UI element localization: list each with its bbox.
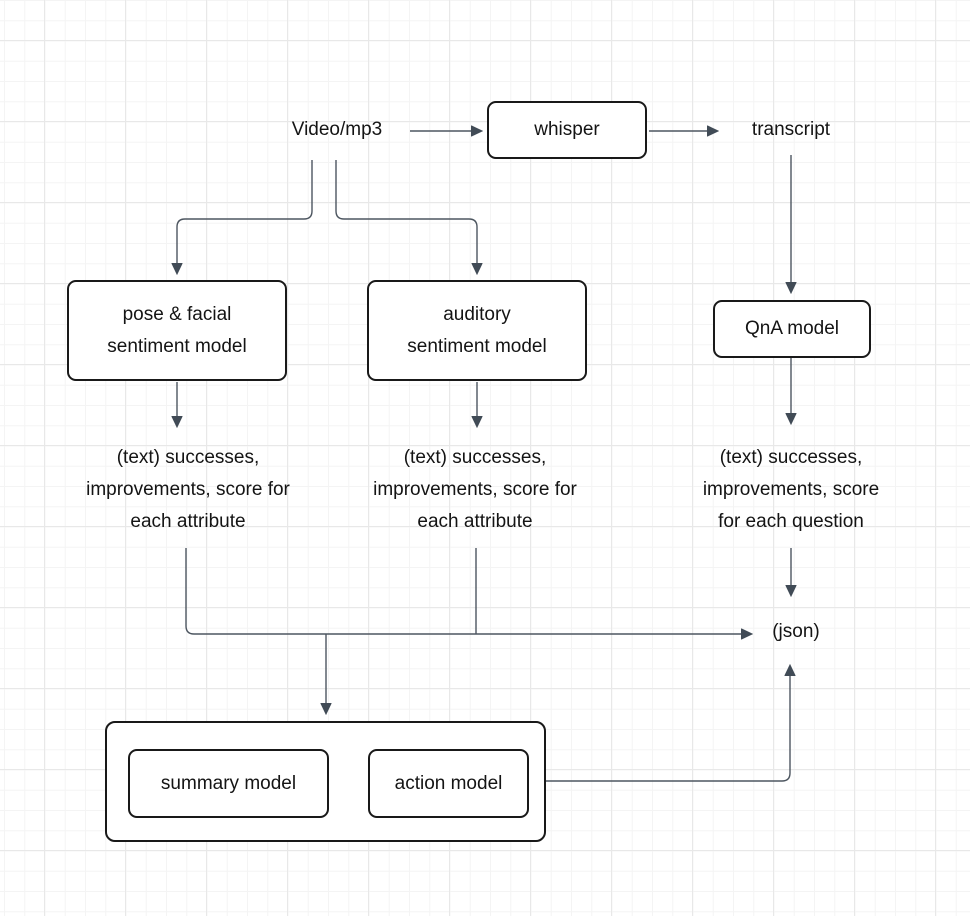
qna-model-label: QnA model bbox=[745, 318, 839, 339]
edge-models-to-json bbox=[546, 666, 790, 782]
node-auditory-model[interactable]: auditory sentiment model bbox=[367, 280, 587, 381]
summary-model-label: summary model bbox=[160, 772, 297, 794]
node-action-model[interactable]: action model bbox=[368, 749, 529, 818]
transcript-label: transcript bbox=[751, 119, 831, 140]
node-json-output[interactable]: (json) bbox=[736, 617, 856, 647]
qna-output-line1: (text) successes, bbox=[719, 447, 863, 468]
auditory-output-line1: (text) successes, bbox=[403, 447, 547, 468]
node-auditory-output[interactable]: (text) successes, improvements, score fo… bbox=[345, 442, 605, 538]
pose-output-line3: each attribute bbox=[130, 511, 246, 532]
pose-output-line2: improvements, score for bbox=[86, 479, 290, 500]
node-whisper[interactable]: whisper bbox=[487, 101, 647, 159]
node-qna-output[interactable]: (text) successes, improvements, score fo… bbox=[666, 442, 916, 538]
auditory-output-line2: improvements, score for bbox=[373, 479, 577, 500]
json-output-label: (json) bbox=[772, 621, 820, 642]
qna-output-line3: for each question bbox=[718, 511, 864, 532]
node-transcript[interactable]: transcript bbox=[711, 115, 871, 145]
node-qna-model[interactable]: QnA model bbox=[713, 300, 871, 358]
auditory-output-line3: each attribute bbox=[417, 511, 533, 532]
whisper-label: whisper bbox=[534, 119, 600, 140]
edge-video-to-auditory bbox=[335, 160, 477, 273]
node-video-input[interactable]: Video/mp3 bbox=[257, 115, 417, 145]
edge-video-to-pose bbox=[177, 160, 313, 273]
auditory-model-label-line1: auditory bbox=[443, 303, 511, 325]
qna-output-line2: improvements, score bbox=[702, 479, 880, 500]
pose-model-label-line1: pose & facial bbox=[122, 303, 232, 325]
pose-model-label-line2: sentiment model bbox=[107, 335, 247, 357]
node-pose-output[interactable]: (text) successes, improvements, score fo… bbox=[58, 442, 318, 538]
video-input-label: Video/mp3 bbox=[291, 119, 383, 140]
pose-output-line1: (text) successes, bbox=[116, 447, 260, 468]
node-models-container[interactable]: summary model action model bbox=[105, 721, 546, 842]
node-pose-model[interactable]: pose & facial sentiment model bbox=[67, 280, 287, 381]
node-summary-model[interactable]: summary model bbox=[128, 749, 329, 818]
action-model-label: action model bbox=[394, 772, 503, 794]
edge-poseoutput-to-json bbox=[185, 548, 751, 634]
auditory-model-label-line2: sentiment model bbox=[407, 335, 547, 357]
